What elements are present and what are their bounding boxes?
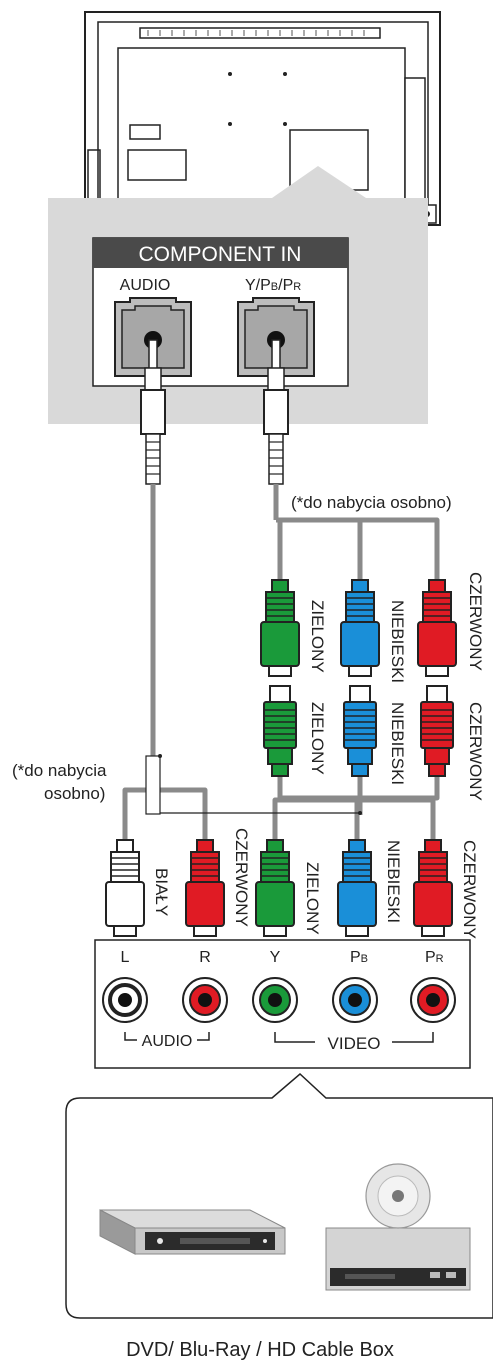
sold-separately-note-1: (*do nabycia osobno) bbox=[291, 493, 452, 512]
upper-red-coupler bbox=[417, 579, 457, 677]
upper-blue-coupler bbox=[340, 579, 380, 677]
device-caption: DVD/ Blu-Ray / HD Cable Box bbox=[126, 1339, 394, 1361]
jack-R[interactable] bbox=[182, 977, 228, 1023]
device-label-green: ZIELONY bbox=[303, 862, 322, 935]
cables bbox=[122, 484, 440, 840]
video-port-label: Y/PB/PR bbox=[245, 277, 301, 294]
upper-adapter-couplers bbox=[260, 579, 457, 677]
jack-PR[interactable] bbox=[410, 977, 456, 1023]
video-group-label: VIDEO bbox=[328, 1034, 381, 1053]
lower-green-plug bbox=[263, 685, 297, 777]
green-video-plug bbox=[255, 839, 295, 937]
video-minijack-plug bbox=[263, 339, 289, 485]
device-label-white: BIAŁY bbox=[152, 868, 171, 916]
jack-label-R: R bbox=[199, 949, 211, 966]
red-audio-plug bbox=[185, 839, 225, 937]
upper-label-blue: NIEBIESKI bbox=[388, 600, 407, 683]
jack-PB[interactable] bbox=[332, 977, 378, 1023]
hd-cable-box-illustration bbox=[325, 1163, 471, 1291]
blue-video-plug bbox=[337, 839, 377, 937]
audio-jack[interactable] bbox=[114, 297, 192, 377]
tv-back-illustration bbox=[84, 11, 441, 229]
device-label-red-audio: CZERWONY bbox=[232, 828, 251, 927]
lower-red-plug bbox=[420, 685, 454, 777]
red-video-plug bbox=[413, 839, 453, 937]
sold-separately-note-2-line2: osobno) bbox=[44, 784, 105, 803]
jack-label-PR: PR bbox=[425, 949, 444, 966]
upper-green-coupler bbox=[260, 579, 300, 677]
sold-separately-note-2-line1: (*do nabycia bbox=[12, 761, 107, 780]
component-in-title: COMPONENT IN bbox=[139, 243, 302, 266]
jack-label-Y: Y bbox=[270, 949, 281, 966]
lower-blue-plug bbox=[343, 685, 377, 777]
lower-label-red: CZERWONY bbox=[466, 702, 485, 801]
lower-label-green: ZIELONY bbox=[308, 702, 327, 775]
lower-label-blue: NIEBIESKI bbox=[388, 702, 407, 785]
device-jack-panel: L R Y PB PR bbox=[94, 939, 471, 1069]
jack-label-L: L bbox=[121, 949, 130, 966]
dvd-player-illustration bbox=[99, 1209, 286, 1255]
jack-label-PB: PB bbox=[350, 949, 368, 966]
audio-group-label: AUDIO bbox=[142, 1033, 193, 1050]
device-label-blue: NIEBIESKI bbox=[384, 840, 403, 923]
component-in-zoom-panel: COMPONENT IN AUDIO Y/PB/PR bbox=[48, 166, 428, 424]
separate-purchase-bracket bbox=[145, 754, 362, 815]
upper-label-red: CZERWONY bbox=[466, 572, 485, 671]
upper-label-green: ZIELONY bbox=[308, 600, 327, 673]
video-jack[interactable] bbox=[237, 297, 315, 377]
device-label-red: CZERWONY bbox=[460, 840, 479, 939]
jack-L[interactable] bbox=[102, 977, 148, 1023]
audio-port-label: AUDIO bbox=[120, 277, 171, 294]
white-audio-plug bbox=[105, 839, 145, 937]
audio-minijack-plug bbox=[140, 339, 166, 485]
lower-adapter-plugs bbox=[263, 685, 454, 777]
jack-Y[interactable] bbox=[252, 977, 298, 1023]
